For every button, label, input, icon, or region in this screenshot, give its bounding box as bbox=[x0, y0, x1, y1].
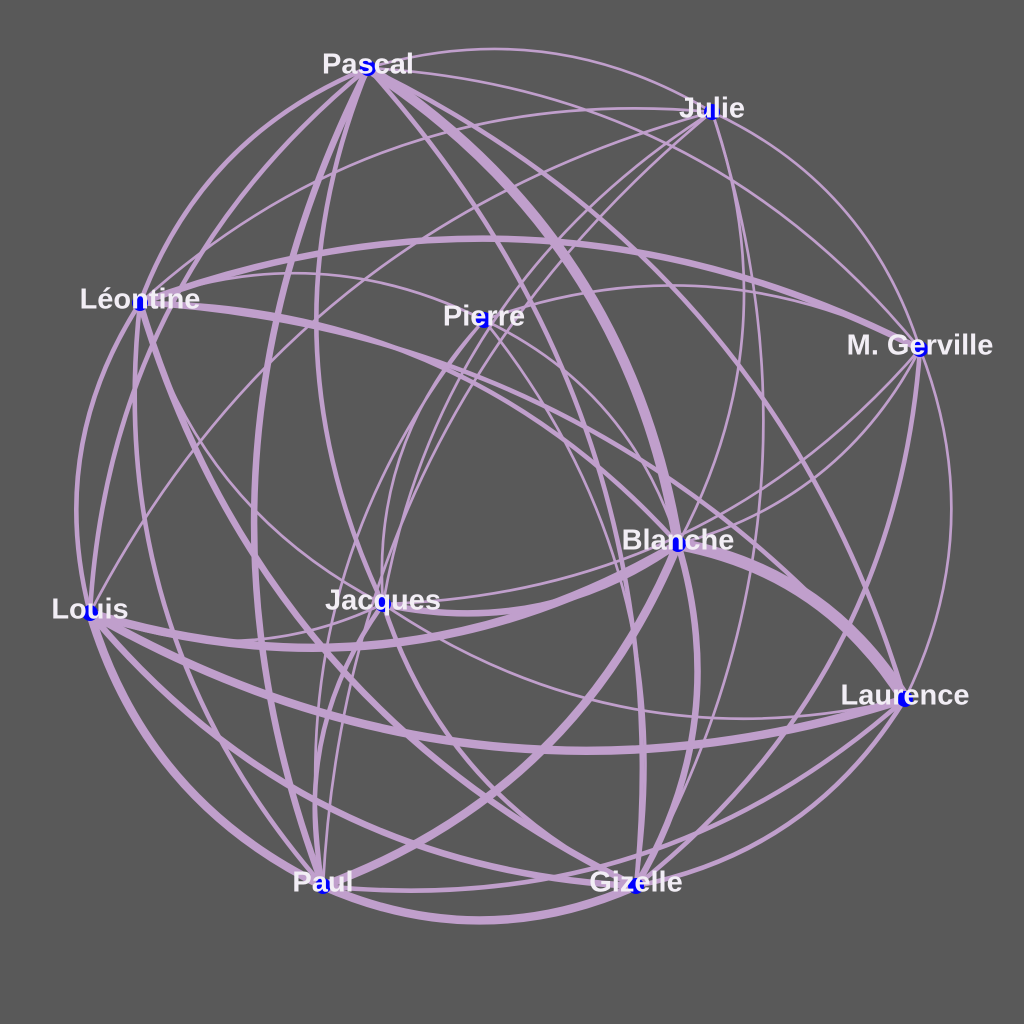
edge-leontine-paul bbox=[132, 300, 326, 889]
nodes-layer bbox=[82, 60, 928, 894]
node-pierre[interactable] bbox=[476, 312, 492, 328]
edge-pascal-julie bbox=[366, 47, 714, 114]
edge-pascal-leontine bbox=[137, 65, 371, 306]
node-label-pascal: Pascal bbox=[322, 49, 414, 81]
node-label-pierre: Pierre bbox=[443, 301, 525, 333]
edge-louis-jacques bbox=[88, 602, 385, 643]
edge-louis-laurence bbox=[85, 608, 910, 755]
edge-pierre-blanche bbox=[482, 318, 680, 546]
edge-blanche-gizelle bbox=[632, 540, 701, 890]
edge-pierre-gizelle bbox=[482, 318, 647, 888]
edge-laurence-gizelle bbox=[633, 696, 908, 889]
edge-julie-gizelle bbox=[634, 110, 765, 888]
edge-julie-paul bbox=[321, 110, 714, 888]
edges-layer bbox=[74, 47, 953, 925]
node-label-julie: Julie bbox=[679, 93, 745, 125]
edge-pascal-blanche bbox=[362, 62, 684, 550]
node-label-gerville: M. Gerville bbox=[847, 330, 994, 362]
edge-jacques-gizelle bbox=[380, 601, 639, 889]
node-label-gizelle: Gizelle bbox=[589, 867, 683, 899]
edge-pierre-jacques bbox=[380, 318, 486, 606]
node-leontine[interactable] bbox=[132, 295, 148, 311]
node-gerville[interactable] bbox=[912, 341, 928, 357]
edge-julie-louis bbox=[88, 110, 714, 615]
edge-jacques-laurence bbox=[381, 602, 907, 721]
edge-laurence-paul bbox=[320, 696, 908, 893]
edge-louis-gizelle bbox=[86, 609, 640, 890]
node-label-leontine: Léontine bbox=[80, 284, 201, 316]
edge-pascal-paul bbox=[250, 64, 372, 890]
node-label-jacques: Jacques bbox=[325, 585, 441, 617]
edge-leontine-louis bbox=[74, 300, 143, 616]
node-label-louis: Louis bbox=[51, 594, 128, 626]
node-label-laurence: Laurence bbox=[841, 680, 970, 712]
edge-jacques-paul bbox=[312, 601, 386, 889]
edge-blanche-paul bbox=[318, 539, 683, 891]
edge-gerville-laurence bbox=[903, 347, 953, 701]
edge-pascal-louis bbox=[87, 65, 371, 616]
node-laurence[interactable] bbox=[897, 691, 913, 707]
edge-leontine-blanche bbox=[137, 300, 681, 547]
node-louis[interactable] bbox=[82, 605, 98, 621]
edge-blanche-jacques bbox=[379, 540, 682, 617]
edge-gerville-jacques bbox=[381, 347, 922, 606]
edge-pascal-jacques bbox=[314, 65, 386, 607]
edge-gerville-blanche bbox=[676, 347, 922, 546]
edge-julie-leontine bbox=[138, 107, 714, 305]
edge-pascal-gerville bbox=[366, 66, 922, 351]
node-pascal[interactable] bbox=[360, 60, 376, 76]
edge-julie-gerville bbox=[710, 110, 922, 351]
edge-louis-paul bbox=[85, 608, 328, 891]
edge-paul-gizelle bbox=[318, 881, 641, 925]
edge-pascal-laurence bbox=[365, 65, 908, 702]
edge-leontine-gerville bbox=[136, 235, 924, 353]
edge-blanche-laurence bbox=[671, 537, 912, 706]
node-paul[interactable] bbox=[315, 878, 331, 894]
edge-leontine-jacques bbox=[138, 301, 385, 606]
edge-pierre-gerville bbox=[482, 284, 922, 351]
node-julie[interactable] bbox=[704, 104, 720, 120]
node-jacques[interactable] bbox=[375, 596, 391, 612]
node-label-paul: Paul bbox=[292, 867, 353, 899]
edge-gerville-gizelle bbox=[633, 346, 923, 889]
node-gizelle[interactable] bbox=[628, 878, 644, 894]
node-label-blanche: Blanche bbox=[622, 525, 735, 557]
node-blanche[interactable] bbox=[670, 536, 686, 552]
